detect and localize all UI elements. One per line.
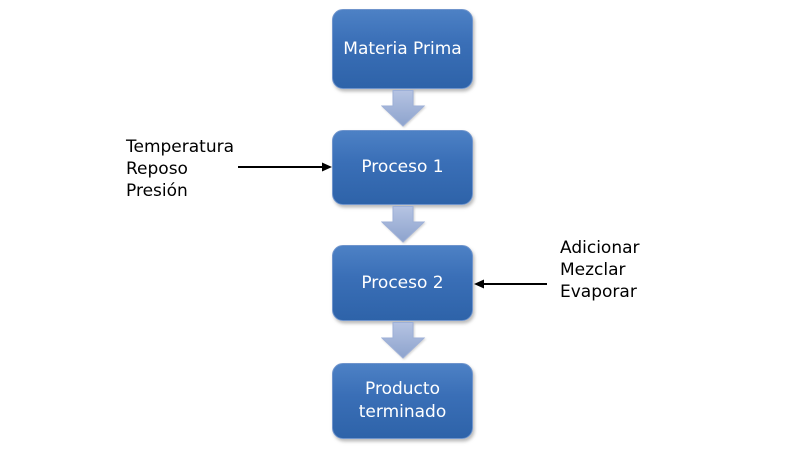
node-producto-terminado-label: Producto terminado — [358, 379, 447, 422]
node-proceso-1-label: Proceso 1 — [361, 157, 444, 178]
arrow-right-icon — [238, 162, 332, 172]
annotation-proceso-2-line-1: Adicionar — [560, 238, 640, 258]
annotation-proceso-1-line-3: Presión — [126, 181, 188, 201]
annotation-proceso-2-line-2: Mezclar — [560, 260, 626, 280]
node-proceso-1: Proceso 1 — [332, 130, 473, 205]
annotation-proceso-1-line-1: Temperatura — [126, 137, 235, 157]
node-producto-terminado: Producto terminado — [332, 363, 473, 439]
node-materia-prima: Materia Prima — [332, 9, 473, 89]
flow-arrow-down-2-icon — [381, 206, 425, 243]
node-proceso-2-label: Proceso 2 — [361, 272, 444, 293]
arrow-left-icon — [474, 279, 547, 289]
annotation-proceso-2: Adicionar Mezclar Evaporar — [560, 237, 640, 303]
node-proceso-2: Proceso 2 — [332, 245, 473, 321]
flow-arrow-down-1-icon — [381, 90, 425, 127]
annotation-proceso-1: Temperatura Reposo Presión — [126, 136, 234, 202]
node-materia-prima-label: Materia Prima — [343, 38, 462, 59]
annotation-proceso-1-line-2: Reposo — [126, 159, 188, 179]
annotation-proceso-2-line-3: Evaporar — [560, 282, 637, 302]
flow-arrow-down-3-icon — [381, 322, 425, 359]
